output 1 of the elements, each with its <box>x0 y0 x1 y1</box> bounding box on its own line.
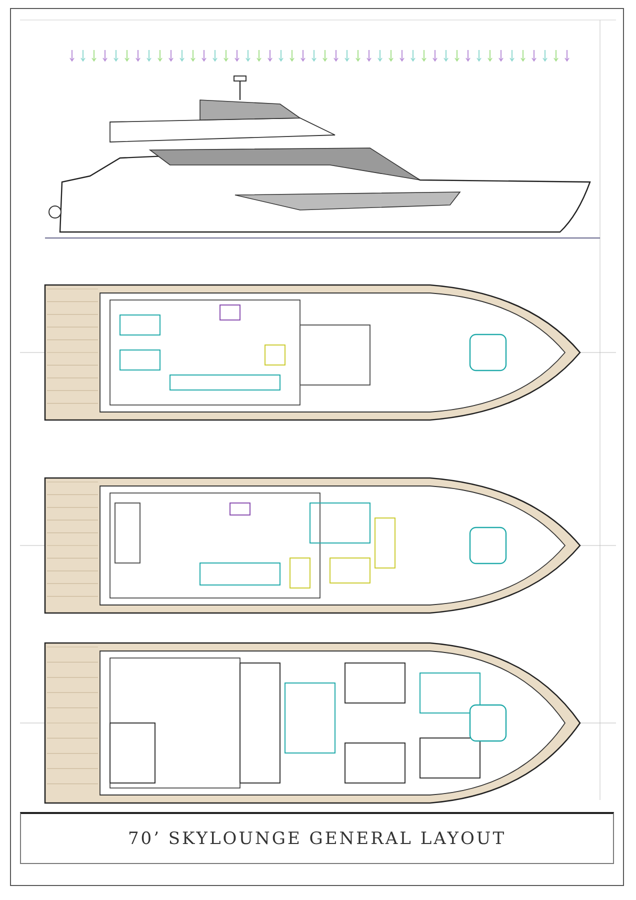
drawing-title: 70’ SKYLOUNGE GENERAL LAYOUT <box>128 828 506 848</box>
